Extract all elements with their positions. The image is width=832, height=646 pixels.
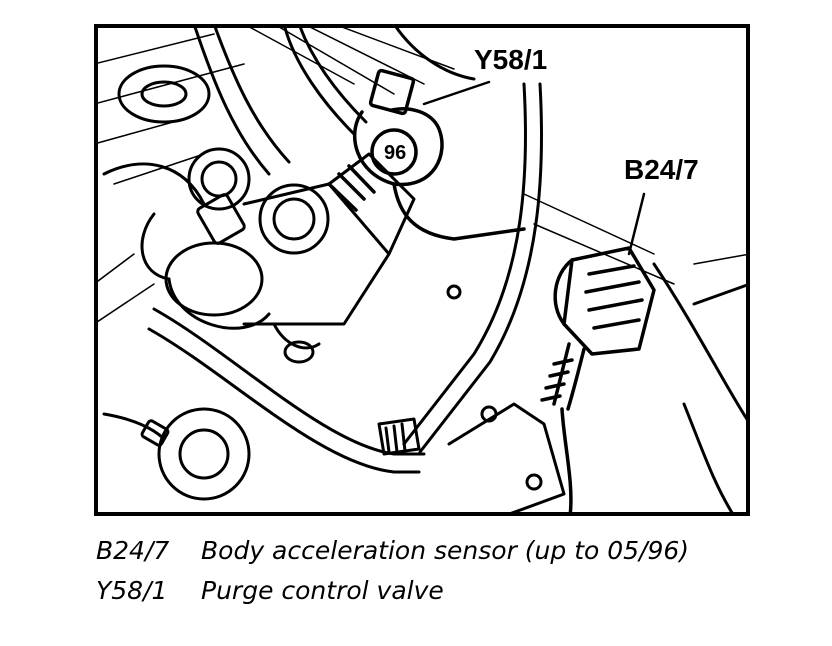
upper-hoses bbox=[102, 26, 476, 206]
legend-row: Y58/1 Purge control valve bbox=[96, 576, 816, 616]
diagram-svg: 96 bbox=[94, 24, 750, 516]
leader-b24-7 bbox=[627, 192, 646, 256]
legend-code: Y58/1 bbox=[96, 576, 168, 605]
leader-y58-1 bbox=[422, 80, 491, 106]
lower-left-component bbox=[102, 407, 251, 501]
background-shading bbox=[96, 26, 748, 324]
callout-y58-1: Y58/1 bbox=[474, 44, 547, 75]
legend-row: B24/7 Body acceleration sensor (up to 05… bbox=[96, 536, 816, 576]
body-acceleration-sensor bbox=[540, 246, 656, 514]
legend: B24/7 Body acceleration sensor (up to 05… bbox=[96, 536, 816, 616]
legend-description: Purge control valve bbox=[201, 576, 444, 605]
mounting-bracket bbox=[446, 284, 566, 514]
svg-text:96: 96 bbox=[384, 142, 406, 164]
leader-lines bbox=[422, 80, 646, 256]
callout-b24-7: B24/7 bbox=[624, 154, 699, 185]
valve-block bbox=[140, 147, 416, 364]
purge-control-valve: 96 bbox=[327, 68, 526, 241]
legend-description: Body acceleration sensor (up to 05/96) bbox=[201, 536, 690, 565]
vacuum-pipe bbox=[147, 82, 544, 474]
body-panel bbox=[652, 262, 748, 514]
figure-frame bbox=[94, 24, 750, 516]
legend-code: B24/7 bbox=[96, 536, 170, 565]
engine-bay-illustration: 96 bbox=[94, 24, 750, 516]
